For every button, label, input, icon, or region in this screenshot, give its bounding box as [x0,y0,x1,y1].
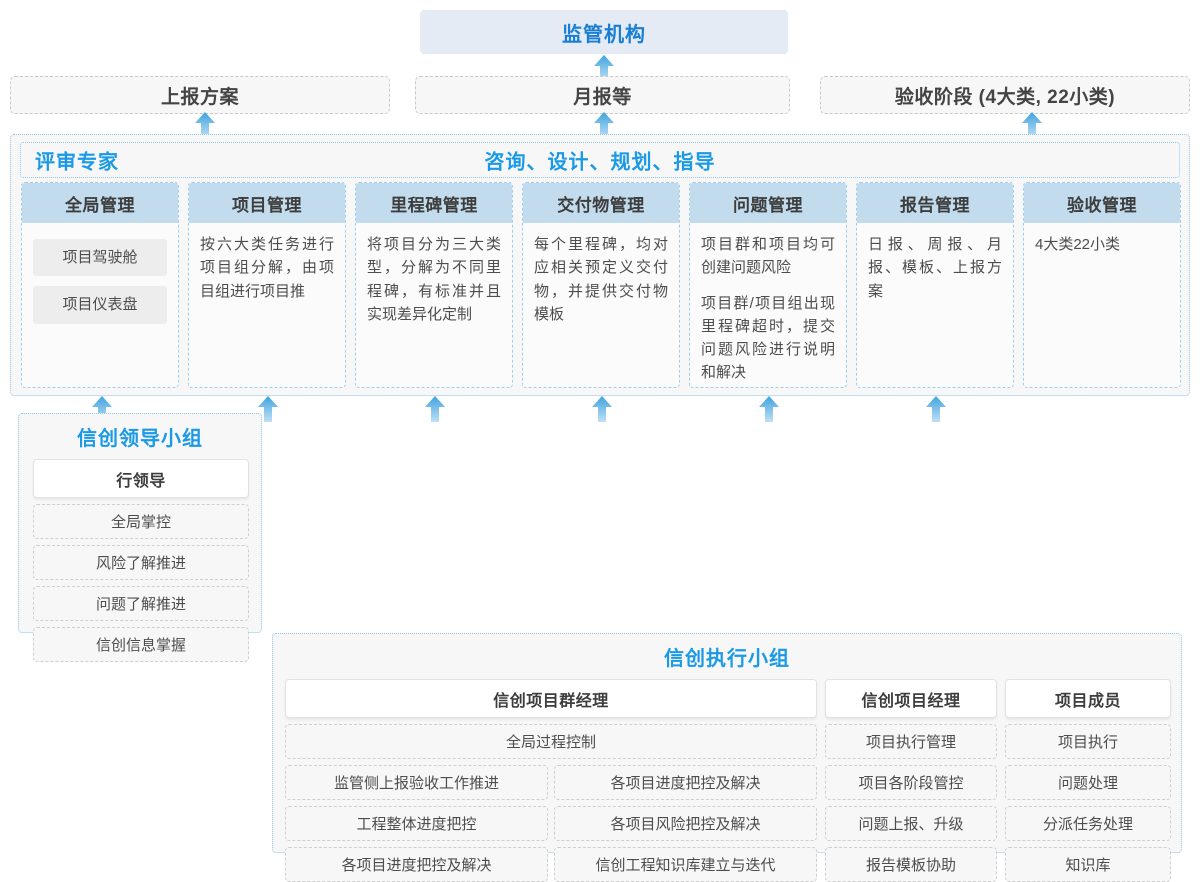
card-title: 全局管理 [22,183,178,223]
task-item[interactable]: 报告模板协助 [825,847,997,882]
arrow-up-to-band-3 [592,396,612,422]
card-paragraph: 日报、周报、月报、模板、上报方案 [868,236,1002,300]
card-paragraph: 每个里程碑，均对应相关预定义交付物，并提供交付物模板 [534,236,668,323]
task-item[interactable]: 知识库 [1005,847,1171,882]
task-item[interactable]: 各项目风险把控及解决 [554,806,817,841]
task-item[interactable]: 全局过程控制 [285,724,817,759]
role-header: 信创项目经理 [825,679,997,718]
task-item[interactable]: 全局掌控 [33,504,249,539]
task-item[interactable]: 问题上报、升级 [825,806,997,841]
arrow-up-to-band-4 [759,396,779,422]
card-paragraph: 将项目分为三大类型，分解为不同里程碑，有标准并且实现差异化定制 [367,236,501,323]
card-title: 报告管理 [857,183,1013,223]
capability-card-global[interactable]: 全局管理 项目驾驶舱 项目仪表盘 [21,182,179,388]
role-header: 项目成员 [1005,679,1171,718]
task-item[interactable]: 信创工程知识库建立与迭代 [554,847,817,882]
role-header: 信创项目群经理 [285,679,817,718]
task-item[interactable]: 风险了解推进 [33,545,249,580]
exec-group-title: 信创执行小组 [664,648,790,670]
card-body: 将项目分为三大类型，分解为不同里程碑，有标准并且实现差异化定制 [356,223,512,387]
card-paragraph: 项目群和项目均可创建问题风险 [701,236,835,277]
card-title: 里程碑管理 [356,183,512,223]
card-body: 每个里程碑，均对应相关预定义交付物，并提供交付物模板 [523,223,679,387]
task-item[interactable]: 项目各阶段管控 [825,765,997,800]
card-paragraph: 4大类22小类 [1035,236,1121,253]
card-title: 交付物管理 [523,183,679,223]
capability-card-report[interactable]: 报告管理 日报、周报、月报、模板、上报方案 [856,182,1014,388]
card-title: 验收管理 [1024,183,1180,223]
leader-group-column: 行领导 全局掌控 风险了解推进 问题了解推进 信创信息掌握 [33,459,249,662]
task-item[interactable]: 项目执行管理 [825,724,997,759]
program-manager-block: 信创项目群经理 全局过程控制 监管侧上报验收工作推进 工程整体进度把控 各项目进… [285,679,817,882]
capability-card-milestone[interactable]: 里程碑管理 将项目分为三大类型，分解为不同里程碑，有标准并且实现差异化定制 [355,182,513,388]
role-header: 行领导 [33,459,249,498]
program-manager-left-column: 监管侧上报验收工作推进 工程整体进度把控 各项目进度把控及解决 [285,765,548,882]
arrow-up-to-band-2 [425,396,445,422]
deliverable-box-0: 上报方案 [10,76,390,114]
card-paragraph: 按六大类任务进行项目组分解，由项目组进行项目推 [200,236,334,300]
task-item[interactable]: 项目执行 [1005,724,1171,759]
advisory-band: 评审专家 咨询、设计、规划、指导 全局管理 项目驾驶舱 项目仪表盘 项目管理 按… [10,134,1190,396]
arrow-up-to-band-5 [926,396,946,422]
card-body: 项目群和项目均可创建问题风险 项目群/项目组出现里程碑超时，提交问题风险进行说明… [690,223,846,387]
program-manager-right-column: 各项目进度把控及解决 各项目风险把控及解决 信创工程知识库建立与迭代 [554,765,817,882]
task-item[interactable]: 问题了解推进 [33,586,249,621]
project-member-block: 项目成员 项目执行 问题处理 分派任务处理 知识库 [1005,679,1171,882]
task-item[interactable]: 分派任务处理 [1005,806,1171,841]
leader-group-title: 信创领导小组 [77,428,203,450]
exec-group: 信创执行小组 信创项目群经理 全局过程控制 监管侧上报验收工作推进 工程整体进度… [272,633,1182,882]
task-item[interactable]: 工程整体进度把控 [285,806,548,841]
card-title: 项目管理 [189,183,345,223]
card-body: 日报、周报、月报、模板、上报方案 [857,223,1013,387]
project-manager-block: 信创项目经理 项目执行管理 项目各阶段管控 问题上报、升级 报告模板协助 [825,679,997,882]
pill-item[interactable]: 项目驾驶舱 [33,239,167,277]
deliverable-label: 验收阶段 (4大类, 22小类) [894,86,1116,108]
regulator-box: 监管机构 [420,10,788,54]
card-paragraph: 项目群/项目组出现里程碑超时，提交问题风险进行说明和解决 [701,294,835,382]
review-expert-label: 评审专家 [35,151,119,174]
deliverable-label: 月报等 [573,86,632,108]
task-item[interactable]: 信创信息掌握 [33,627,249,662]
capability-card-acceptance[interactable]: 验收管理 4大类22小类 [1023,182,1181,388]
card-title: 问题管理 [690,183,846,223]
task-item[interactable]: 各项目进度把控及解决 [285,847,548,882]
card-body: 4大类22小类 [1024,223,1180,387]
diagram-root: 监管机构 上报方案 月报等 验收阶段 (4大类, 22小类) 评审专家 咨询、设… [10,10,1190,882]
advisory-services-label: 咨询、设计、规划、指导 [484,151,716,174]
task-item[interactable]: 问题处理 [1005,765,1171,800]
leader-group: 信创领导小组 行领导 全局掌控 风险了解推进 问题了解推进 信创信息掌握 [18,413,262,662]
task-item[interactable]: 监管侧上报验收工作推进 [285,765,548,800]
capability-card-project[interactable]: 项目管理 按六大类任务进行项目组分解，由项目组进行项目推 [188,182,346,388]
card-body: 项目驾驶舱 项目仪表盘 [22,229,178,387]
capability-card-deliverable[interactable]: 交付物管理 每个里程碑，均对应相关预定义交付物，并提供交付物模板 [522,182,680,388]
pill-item[interactable]: 项目仪表盘 [33,286,167,324]
deliverable-box-1: 月报等 [415,76,790,114]
regulator-label: 监管机构 [562,23,646,46]
deliverable-label: 上报方案 [160,86,239,108]
capability-card-issue[interactable]: 问题管理 项目群和项目均可创建问题风险 项目群/项目组出现里程碑超时，提交问题风… [689,182,847,388]
advisory-band-header: 评审专家 咨询、设计、规划、指导 [20,142,1180,178]
deliverable-box-2: 验收阶段 (4大类, 22小类) [820,76,1190,114]
card-body: 按六大类任务进行项目组分解，由项目组进行项目推 [189,223,345,387]
task-item[interactable]: 各项目进度把控及解决 [554,765,817,800]
